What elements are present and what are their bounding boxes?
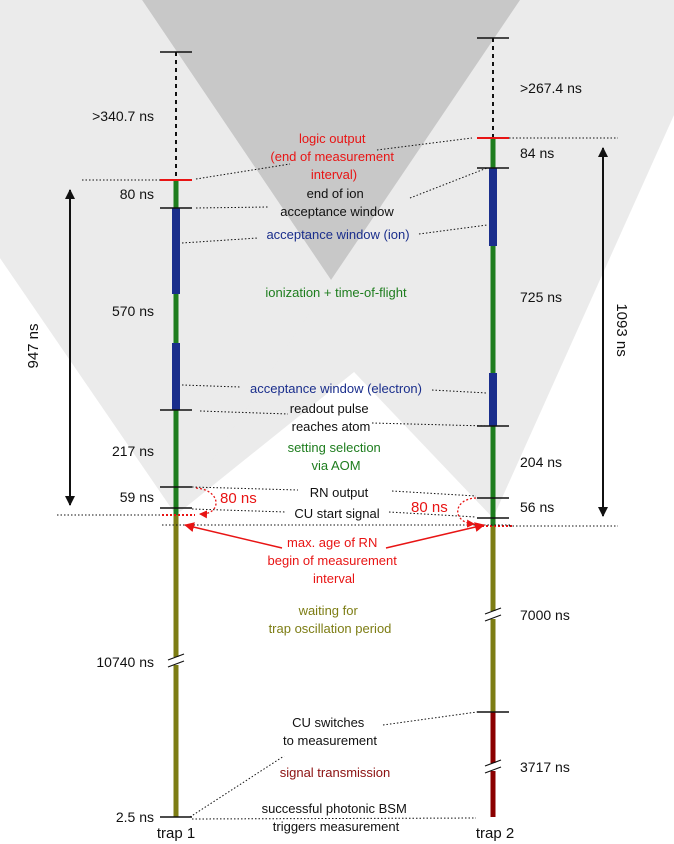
max-age-label: max. age of RN begin of measurement inte… (268, 535, 401, 586)
trap2-duration-56: 56 ns (520, 499, 554, 515)
leader-lines (181, 137, 488, 820)
waiting-label: waiting for trap oscillation period (269, 603, 392, 636)
light-cone-trap1-past (0, 0, 331, 515)
trap2-label: trap 2 (476, 825, 514, 842)
cu-switches-label: CU switches to measurement (283, 715, 377, 748)
trap2-duration-labels: >267.4 ns 84 ns 725 ns 204 ns 56 ns 7000… (520, 80, 582, 775)
trap1-axis-break (167, 653, 185, 668)
logic-output-label: logic output (end of measurement interva… (270, 131, 397, 182)
trap1-electron-window (172, 343, 180, 410)
setting-selection-label: setting selection via AOM (288, 440, 385, 473)
trap2-duration-204: 204 ns (520, 454, 562, 470)
trap2-electron-window (489, 373, 497, 426)
trap2-axis-break-lower (484, 759, 502, 774)
delay-label-trap2: 80 ns (411, 499, 448, 516)
max-age-arrow-left (184, 522, 283, 549)
trap1-duration-10740: 10740 ns (96, 654, 154, 670)
trap1-duration-59: 59 ns (120, 489, 154, 505)
rn-output-label: RN output (310, 485, 369, 500)
trap1-label: trap 1 (157, 825, 195, 842)
acceptance-electron-label: acceptance window (electron) (250, 381, 422, 396)
center-annotations: logic output (end of measurement interva… (250, 131, 422, 834)
trap2-duration-gt267: >267.4 ns (520, 80, 582, 96)
ionization-label: ionization + time-of-flight (265, 285, 407, 300)
trap2-duration-725: 725 ns (520, 289, 562, 305)
trap2-axis-break-upper (484, 607, 502, 622)
trap1-duration-gt340: >340.7 ns (92, 108, 154, 124)
trap1-timeline (160, 51, 195, 818)
delay-loop-trap2 (457, 497, 477, 528)
trap1-duration-217: 217 ns (112, 443, 154, 459)
trap1-duration-2-5: 2.5 ns (116, 809, 154, 825)
light-cone-overlap (142, 0, 520, 280)
trap2-duration-7000: 7000 ns (520, 607, 570, 623)
reference-lines (57, 137, 618, 527)
photonic-bsm-label: successful photonic BSM triggers measure… (262, 801, 411, 834)
cu-start-label: CU start signal (294, 506, 379, 521)
trap2-duration-84: 84 ns (520, 145, 554, 161)
max-age-arrow-right (385, 522, 485, 549)
trap1-total-label: 947 ns (25, 323, 42, 368)
acceptance-ion-label: acceptance window (ion) (266, 227, 409, 242)
delay-label-trap1: 80 ns (220, 490, 257, 507)
trap2-ion-window (489, 168, 497, 246)
readout-pulse-label: readout pulse reaches atom (290, 401, 372, 434)
end-ion-window-label: end of ion acceptance window (280, 186, 394, 219)
trap1-duration-570: 570 ns (112, 303, 154, 319)
trap1-duration-80: 80 ns (120, 186, 154, 202)
trap2-total-label: 1093 ns (613, 303, 630, 356)
trap1-duration-labels: >340.7 ns 80 ns 570 ns 217 ns 59 ns 1074… (92, 108, 154, 825)
trap2-duration-3717: 3717 ns (520, 759, 570, 775)
light-cones (0, 0, 674, 518)
signal-transmission-label: signal transmission (280, 765, 391, 780)
trap1-ion-window (172, 208, 180, 294)
